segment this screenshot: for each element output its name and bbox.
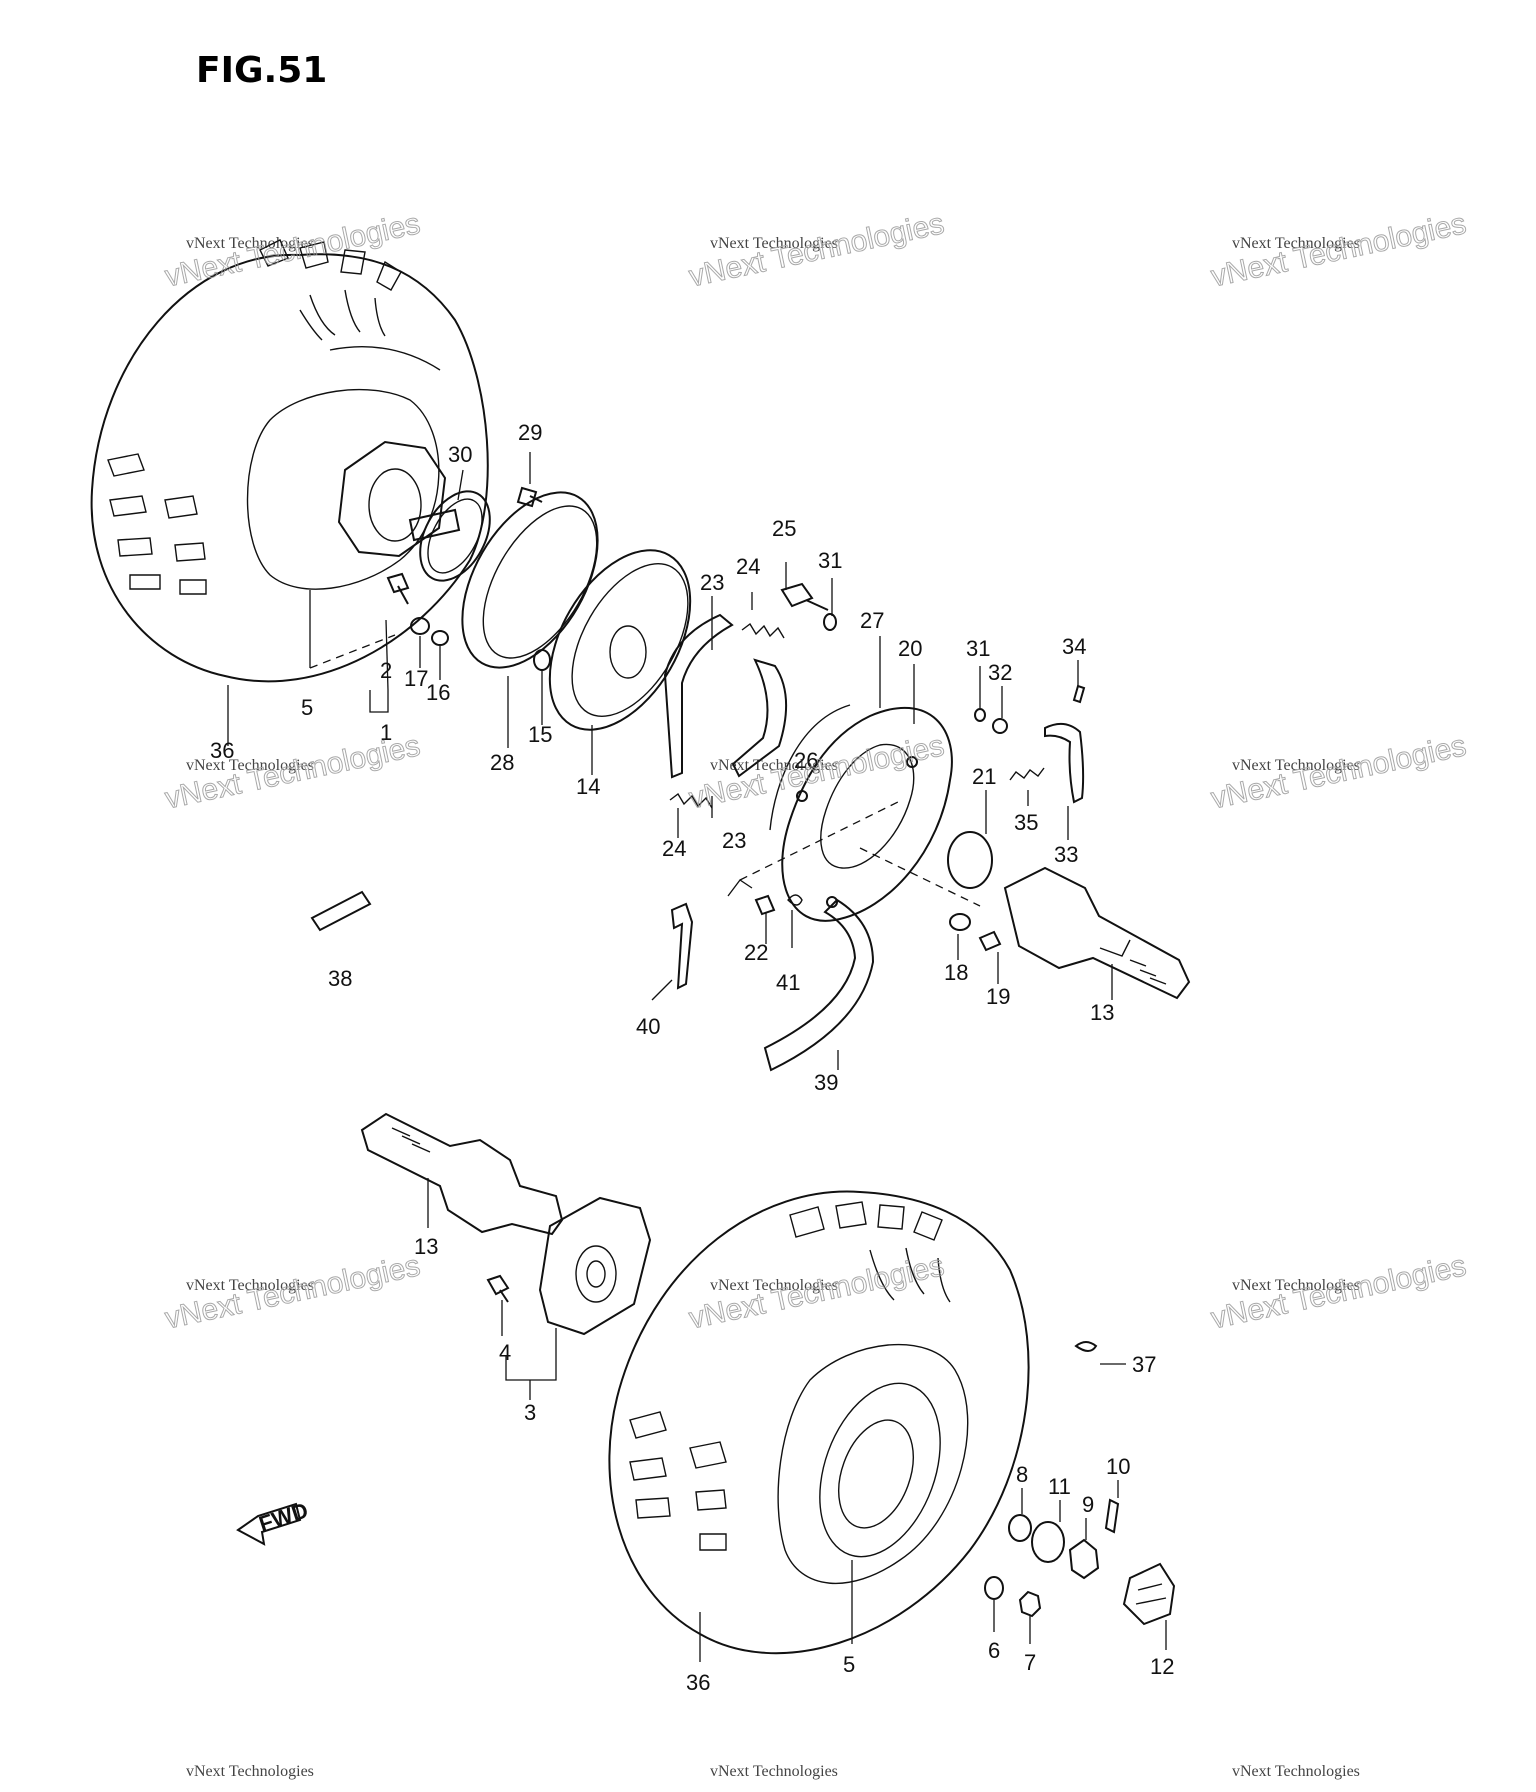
watermark-text: vNext Technologies (186, 1763, 314, 1780)
watermark-text: vNext Technologies (710, 757, 838, 774)
callout-41: 41 (776, 970, 800, 995)
callout-14: 14 (576, 774, 600, 799)
fwd-label: FWD (256, 1497, 311, 1536)
callout-31b: 31 (966, 636, 990, 661)
upper-leaders (227, 452, 1113, 1070)
callout-35: 35 (1014, 810, 1038, 835)
callout-33: 33 (1054, 842, 1078, 867)
callout-29: 29 (518, 420, 542, 445)
callout-30: 30 (448, 442, 472, 467)
callout-11: 11 (1048, 1474, 1071, 1499)
callout-20: 20 (898, 636, 922, 661)
callout-22: 22 (744, 940, 768, 965)
callout-34: 34 (1062, 634, 1086, 659)
callout-32: 32 (988, 660, 1012, 685)
callout-24a: 24 (736, 554, 760, 579)
callout-31a: 31 (818, 548, 842, 573)
watermark-text: vNext Technologies (1232, 1763, 1360, 1780)
lower-leaders (427, 1178, 1167, 1662)
callout-13b: 13 (414, 1234, 438, 1259)
callout-9: 9 (1082, 1492, 1094, 1517)
watermark-text: vNext Technologies (1232, 1277, 1360, 1294)
watermark-text: vNext Technologies (710, 1277, 838, 1294)
callout-3: 3 (524, 1400, 536, 1425)
callout-5b: 5 (843, 1652, 855, 1677)
watermarks: vNext Technologies vNext Technologies vN… (162, 207, 1470, 1780)
callout-12: 12 (1150, 1654, 1174, 1679)
callout-39: 39 (814, 1070, 838, 1095)
callout-6: 6 (988, 1638, 1000, 1663)
callout-37: 37 (1132, 1352, 1156, 1377)
fwd-arrow-icon: FWD (236, 1497, 311, 1546)
upper-tire (90, 239, 489, 683)
callout-24b: 24 (662, 836, 686, 861)
callout-25: 25 (772, 516, 796, 541)
callout-23b: 23 (722, 828, 746, 853)
callout-38: 38 (328, 966, 352, 991)
callout-labels: 1 2 3 4 5 5 6 7 8 9 10 11 12 13 13 14 15… (210, 420, 1174, 1695)
callout-36b: 36 (686, 1670, 710, 1695)
watermark-text: vNext Technologies (710, 1763, 838, 1780)
watermark-text: vNext Technologies (710, 235, 838, 252)
callout-23a: 23 (700, 570, 724, 595)
callout-19: 19 (986, 984, 1010, 1009)
callout-8: 8 (1016, 1462, 1028, 1487)
callout-26: 26 (794, 748, 818, 773)
callout-36a: 36 (210, 738, 234, 763)
callout-17: 17 (404, 666, 428, 691)
watermark-text: vNext Technologies (1232, 235, 1360, 252)
callout-18: 18 (944, 960, 968, 985)
callout-28: 28 (490, 750, 514, 775)
callout-15: 15 (528, 722, 552, 747)
callout-2: 2 (380, 658, 392, 683)
callout-1: 1 (380, 720, 392, 745)
callout-5a: 5 (301, 695, 313, 720)
lower-tire (608, 1190, 1030, 1655)
callout-4: 4 (499, 1340, 511, 1365)
watermark-text: vNext Technologies (186, 757, 314, 774)
watermark-text: vNext Technologies (186, 235, 314, 252)
lower-hub-assembly (360, 1112, 1176, 1626)
callout-10: 10 (1106, 1454, 1130, 1479)
callout-7: 7 (1024, 1650, 1036, 1675)
callout-40: 40 (636, 1014, 660, 1039)
figure-title: FIG.51 (196, 50, 327, 91)
watermark-text: vNext Technologies (1232, 757, 1360, 774)
callout-21: 21 (972, 764, 996, 789)
callout-27: 27 (860, 608, 884, 633)
callout-16: 16 (426, 680, 450, 705)
watermark-text: vNext Technologies (186, 1277, 314, 1294)
callout-13a: 13 (1090, 1000, 1114, 1025)
upper-hub-assembly (310, 440, 1191, 1072)
